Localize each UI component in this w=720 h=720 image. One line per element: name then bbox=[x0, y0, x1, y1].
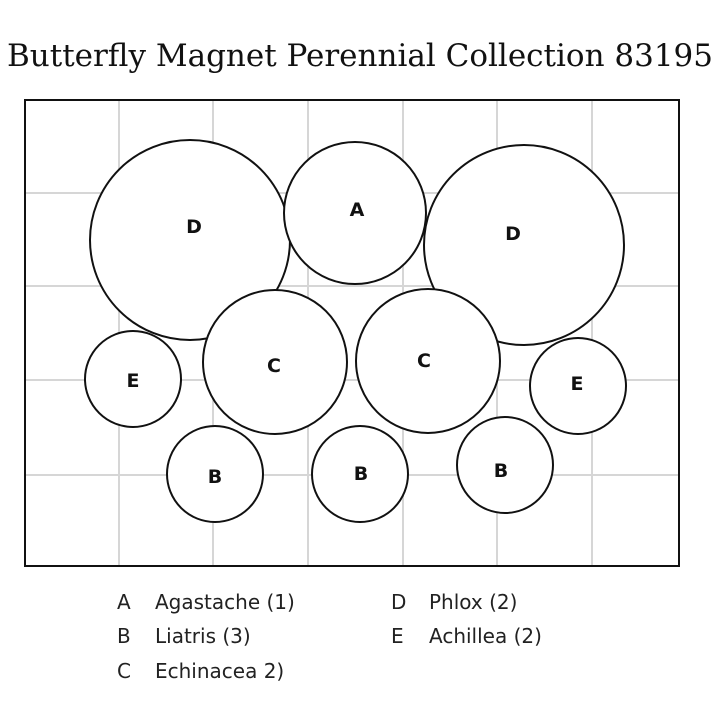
plant-circle-d bbox=[423, 144, 625, 346]
legend-item-d: D Phlox (2) bbox=[391, 590, 517, 620]
plant-circle-b bbox=[166, 425, 264, 523]
legend-letter: B bbox=[117, 624, 131, 648]
legend-plant-name: Echinacea 2) bbox=[155, 659, 285, 683]
legend-letter: D bbox=[391, 590, 407, 614]
legend-item-c: C Echinacea 2) bbox=[117, 659, 284, 689]
plant-label-e: E bbox=[571, 373, 584, 395]
legend-item-a: A Agastache (1) bbox=[117, 590, 295, 620]
plant-label-b: B bbox=[208, 466, 222, 488]
diagram-title: Butterfly Magnet Perennial Collection 83… bbox=[6, 38, 714, 74]
legend-plant-name: Liatris (3) bbox=[155, 624, 251, 648]
plant-label-d: D bbox=[505, 223, 521, 245]
legend-letter: A bbox=[117, 590, 131, 614]
plant-label-d: D bbox=[186, 216, 202, 238]
plant-label-c: C bbox=[417, 350, 431, 372]
plant-circle-b bbox=[311, 425, 409, 523]
plant-label-c: C bbox=[267, 355, 281, 377]
plant-circle-c bbox=[202, 289, 348, 435]
legend-item-e: E Achillea (2) bbox=[391, 624, 542, 654]
legend-plant-name: Phlox (2) bbox=[429, 590, 518, 614]
plant-circles: D A D C C E E B B B bbox=[84, 139, 627, 523]
plant-circle-b bbox=[456, 416, 554, 514]
legend-letter: E bbox=[391, 624, 404, 648]
legend-plant-name: Achillea (2) bbox=[429, 624, 542, 648]
plant-label-a: A bbox=[350, 199, 365, 221]
legend-plant-name: Agastache (1) bbox=[155, 590, 295, 614]
plant-label-b: B bbox=[354, 463, 368, 485]
plant-label-b: B bbox=[494, 460, 508, 482]
plan-border bbox=[24, 99, 680, 567]
legend-letter: C bbox=[117, 659, 131, 683]
plant-circle-a bbox=[283, 141, 427, 285]
plant-label-e: E bbox=[127, 370, 140, 392]
plant-circle-e bbox=[84, 330, 182, 428]
legend-item-b: B Liatris (3) bbox=[117, 624, 251, 654]
plant-circle-e bbox=[529, 337, 627, 435]
plant-circle-c bbox=[355, 288, 501, 434]
